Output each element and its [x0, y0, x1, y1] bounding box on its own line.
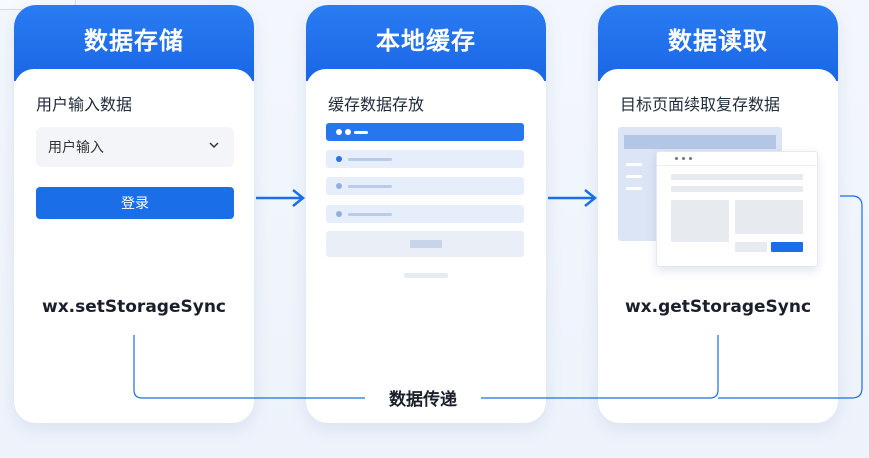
card-title: 本地缓存	[306, 5, 546, 81]
card-local-cache: 本地缓存 缓存数据存放	[306, 5, 546, 423]
data-transfer-label: 数据传递	[389, 390, 457, 410]
page-block	[735, 242, 767, 252]
row-dot	[336, 211, 342, 217]
row-bar	[348, 213, 392, 216]
window-line	[626, 175, 642, 178]
row-bar	[354, 131, 368, 134]
card-subtitle: 目标页面续取复存数据	[620, 95, 781, 114]
cache-row	[326, 177, 524, 195]
row-bar	[348, 158, 392, 161]
card-title: 数据存储	[14, 5, 254, 81]
cache-row	[326, 205, 524, 223]
footer-bar	[410, 240, 442, 248]
card-body: 用户输入数据 用户输入 登录 wx.setStorageSync	[14, 69, 254, 423]
card-data-storage: 数据存储 用户输入数据 用户输入 登录 wx.setStorageSync	[14, 5, 254, 423]
cache-footer-block	[326, 231, 524, 257]
arrow-right-icon	[256, 189, 306, 207]
card-title: 数据读取	[598, 5, 838, 81]
row-dot	[336, 183, 342, 189]
user-input-select[interactable]: 用户输入	[36, 127, 234, 167]
cache-divider	[404, 273, 448, 278]
row-bar	[348, 185, 392, 188]
page-block	[671, 200, 729, 242]
page-block	[671, 186, 803, 192]
select-value: 用户输入	[48, 140, 104, 156]
window-line	[626, 187, 642, 190]
get-storage-api-label: wx.getStorageSync	[624, 297, 812, 317]
cache-row	[326, 150, 524, 168]
card-subtitle: 用户输入数据	[36, 95, 133, 114]
window-titlebar	[657, 152, 817, 166]
row-dot	[336, 156, 342, 162]
card-subtitle: 缓存数据存放	[328, 95, 425, 114]
chevron-down-icon	[209, 142, 219, 149]
page-block	[735, 200, 803, 234]
row-dot	[345, 129, 351, 135]
row-dot	[336, 129, 342, 135]
window-topbar	[624, 135, 776, 149]
cache-row-active	[326, 123, 524, 141]
arrow-right-icon	[548, 189, 598, 207]
window-line	[626, 163, 642, 166]
login-button[interactable]: 登录	[36, 187, 234, 219]
set-storage-api-label: wx.setStorageSync	[41, 297, 226, 317]
card-data-read: 数据读取 目标页面续取复存数据 wx.getStorageSync	[598, 5, 838, 423]
card-body: 缓存数据存放	[306, 69, 546, 423]
page-button	[771, 242, 803, 252]
foreground-window	[656, 151, 818, 267]
card-body: 目标页面续取复存数据 wx.getStorageSync	[598, 69, 838, 423]
page-block	[671, 174, 803, 180]
